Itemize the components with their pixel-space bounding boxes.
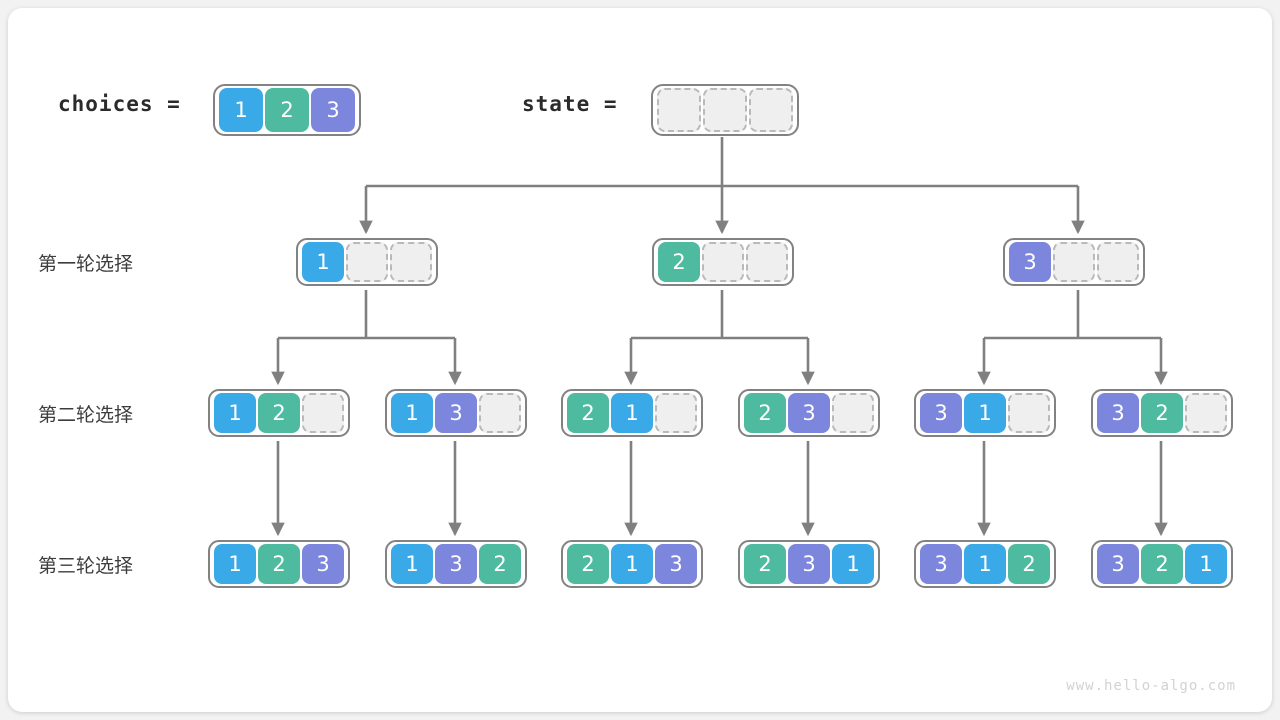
node-n311-cell-0: 3: [920, 544, 962, 584]
node-n2-cell-1: [702, 242, 744, 282]
node-n2-cell-0: 2: [658, 242, 700, 282]
node-n2-cell-2: [746, 242, 788, 282]
node-n3-cell-0: 3: [1009, 242, 1051, 282]
node-n221-cell-0: 2: [744, 544, 786, 584]
node-n22-cell-2: [832, 393, 874, 433]
node-n3-cell-1: [1053, 242, 1095, 282]
state-array: [651, 84, 799, 136]
choices-label: choices =: [58, 92, 181, 116]
node-n11-cell-0: 1: [214, 393, 256, 433]
node-n32-cell-0: 3: [1097, 393, 1139, 433]
choices-cell-0: 1: [219, 88, 263, 132]
tree-node-n3: 3: [1003, 238, 1145, 286]
choices-cell-2: 3: [311, 88, 355, 132]
node-n3-cell-2: [1097, 242, 1139, 282]
node-n121-cell-2: 2: [479, 544, 521, 584]
row-label-round-3: 第三轮选择: [38, 555, 134, 577]
node-n121-cell-0: 1: [391, 544, 433, 584]
node-n321-cell-2: 1: [1185, 544, 1227, 584]
node-n211-cell-1: 1: [611, 544, 653, 584]
node-n321-cell-0: 3: [1097, 544, 1139, 584]
state-cell-0: [657, 88, 701, 132]
node-n211-cell-2: 3: [655, 544, 697, 584]
node-n121-cell-1: 3: [435, 544, 477, 584]
node-n111-cell-0: 1: [214, 544, 256, 584]
state-label: state =: [522, 92, 618, 116]
row-label-round-1: 第一轮选择: [38, 253, 134, 275]
node-n211-cell-0: 2: [567, 544, 609, 584]
node-n21-cell-0: 2: [567, 393, 609, 433]
node-n111-cell-2: 3: [302, 544, 344, 584]
state-cell-1: [703, 88, 747, 132]
node-n321-cell-1: 2: [1141, 544, 1183, 584]
choices-cell-1: 2: [265, 88, 309, 132]
row-label-round-2: 第二轮选择: [38, 404, 134, 426]
node-n21-cell-2: [655, 393, 697, 433]
node-n22-cell-1: 3: [788, 393, 830, 433]
node-n1-cell-2: [390, 242, 432, 282]
node-n1-cell-0: 1: [302, 242, 344, 282]
node-n32-cell-2: [1185, 393, 1227, 433]
node-n221-cell-2: 1: [832, 544, 874, 584]
node-n11-cell-1: 2: [258, 393, 300, 433]
node-n12-cell-2: [479, 393, 521, 433]
node-n221-cell-1: 3: [788, 544, 830, 584]
tree-node-n1: 1: [296, 238, 438, 286]
node-n1-cell-1: [346, 242, 388, 282]
node-n31-cell-1: 1: [964, 393, 1006, 433]
node-n21-cell-1: 1: [611, 393, 653, 433]
node-n11-cell-2: [302, 393, 344, 433]
node-n311-cell-1: 1: [964, 544, 1006, 584]
node-n32-cell-1: 2: [1141, 393, 1183, 433]
node-n12-cell-1: 3: [435, 393, 477, 433]
watermark: www.hello-algo.com: [1066, 678, 1236, 694]
node-n111-cell-1: 2: [258, 544, 300, 584]
node-n12-cell-0: 1: [391, 393, 433, 433]
node-n31-cell-2: [1008, 393, 1050, 433]
node-n31-cell-0: 3: [920, 393, 962, 433]
state-cell-2: [749, 88, 793, 132]
node-n22-cell-0: 2: [744, 393, 786, 433]
node-n311-cell-2: 2: [1008, 544, 1050, 584]
tree-node-n2: 2: [652, 238, 794, 286]
